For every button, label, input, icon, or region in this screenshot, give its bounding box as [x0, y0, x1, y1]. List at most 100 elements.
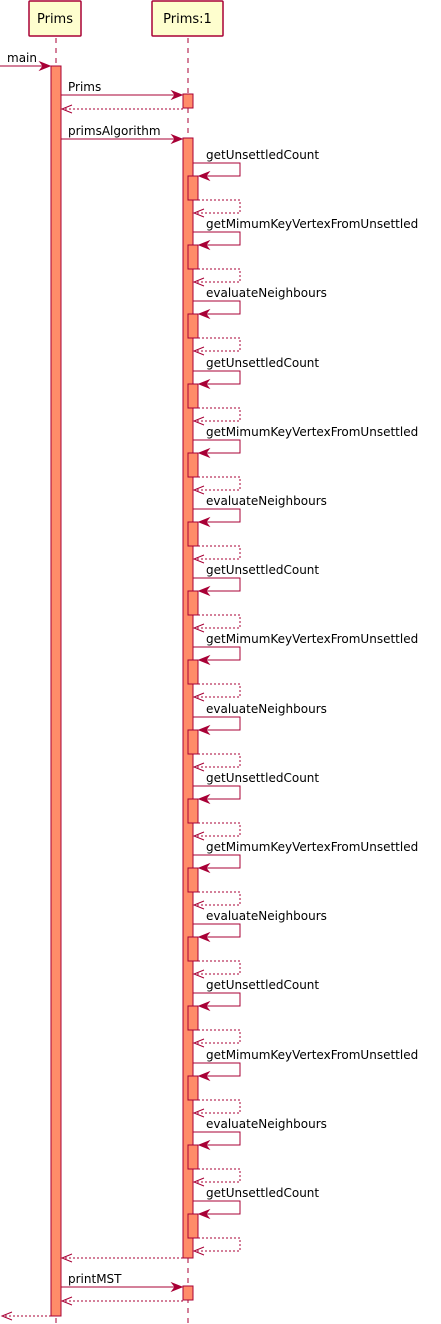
self-call: getMimumKeyVertexFromUnsettled [187, 217, 418, 287]
self-return-line [194, 822, 241, 837]
self-call-arrow [197, 585, 211, 597]
self-call-label: getMimumKeyVertexFromUnsettled [206, 840, 418, 854]
return-main [0, 1311, 51, 1321]
self-call-label: getUnsettledCount [206, 148, 319, 162]
self-call-line [193, 231, 241, 246]
self-call-label: getMimumKeyVertexFromUnsettled [206, 217, 418, 231]
self-call: getMimumKeyVertexFromUnsettled [187, 632, 418, 702]
self-return-line [194, 1029, 241, 1044]
self-call-arrow [197, 170, 211, 182]
self-return-arrow [192, 762, 205, 772]
self-call-arrow [197, 793, 211, 805]
self-call-activation [187, 313, 199, 339]
self-call-arrow [197, 516, 211, 528]
self-return-arrow [192, 1246, 205, 1256]
self-return-line [194, 614, 241, 629]
message-main-label: main [7, 51, 37, 65]
self-call-line [193, 1131, 241, 1146]
self-return-arrow [192, 554, 205, 564]
self-call: getMimumKeyVertexFromUnsettled [187, 1048, 418, 1118]
self-return-arrow [192, 1038, 205, 1048]
self-call-activation [187, 729, 199, 755]
self-call-line [193, 854, 241, 869]
self-return-arrow [192, 277, 205, 287]
self-call-activation [187, 244, 199, 270]
self-call-line [193, 1200, 241, 1215]
self-call-label: evaluateNeighbours [206, 909, 327, 923]
self-call-arrow [197, 931, 211, 943]
self-call-arrow [197, 654, 211, 666]
self-call-line [193, 923, 241, 938]
self-call-label: evaluateNeighbours [206, 1117, 327, 1131]
self-return-arrow [192, 485, 205, 495]
self-return-line [194, 960, 241, 975]
self-return-arrow [192, 623, 205, 633]
self-call-label: evaluateNeighbours [206, 286, 327, 300]
self-call-label: getMimumKeyVertexFromUnsettled [206, 632, 418, 646]
participant-prims-label: Prims [37, 12, 73, 27]
self-call-line [193, 646, 241, 661]
self-call-line [193, 439, 241, 454]
self-return-arrow [192, 900, 205, 910]
self-call-activation [187, 867, 199, 893]
return-algorithm [60, 1253, 183, 1263]
self-return-arrow [192, 1177, 205, 1187]
self-call: getUnsettledCount [187, 771, 319, 841]
self-return-line [194, 268, 241, 283]
message-print: printMST [61, 1272, 184, 1293]
message-algorithm: primsAlgorithm [61, 124, 184, 145]
self-call: evaluateNeighbours [187, 702, 327, 772]
return-print [60, 1296, 183, 1306]
participant-prims1-label: Prims:1 [163, 12, 212, 27]
activation-prims-main [50, 65, 62, 1317]
self-call: getUnsettledCount [187, 148, 319, 218]
self-return-arrow [192, 208, 205, 218]
self-call-arrow [197, 1139, 211, 1151]
activation-prims1-print [182, 1285, 194, 1301]
self-call: evaluateNeighbours [187, 494, 327, 564]
self-call: getMimumKeyVertexFromUnsettled [187, 425, 418, 495]
self-return-arrow [192, 692, 205, 702]
participant-prims: Prims [28, 0, 82, 37]
self-return-line [194, 476, 241, 491]
self-call-arrow [197, 1070, 211, 1082]
self-call-activation [187, 590, 199, 616]
self-call-activation [187, 452, 199, 478]
self-call-label: evaluateNeighbours [206, 702, 327, 716]
self-call-label: getUnsettledCount [206, 1186, 319, 1200]
self-call-line [193, 716, 241, 731]
self-call-label: getMimumKeyVertexFromUnsettled [206, 1048, 418, 1062]
self-call-line [193, 300, 241, 315]
self-call-arrow [197, 862, 211, 874]
self-call-label: evaluateNeighbours [206, 494, 327, 508]
self-return-line [194, 1099, 241, 1114]
self-call-activation [187, 936, 199, 962]
self-call-line [193, 370, 241, 385]
self-return-line [194, 337, 241, 352]
self-call: evaluateNeighbours [187, 1117, 327, 1187]
message-constructor-label: Prims [68, 80, 101, 94]
self-call: getMimumKeyVertexFromUnsettled [187, 840, 418, 910]
self-return-line [194, 891, 241, 906]
self-call: getUnsettledCount [187, 356, 319, 426]
self-return-line [194, 545, 241, 560]
self-call-arrow [197, 724, 211, 736]
self-call-label: getUnsettledCount [206, 978, 319, 992]
self-call-activation [187, 798, 199, 824]
self-return-arrow [192, 969, 205, 979]
activation-prims1-algorithm [182, 137, 194, 1259]
activation-prims1-constructor [182, 93, 194, 109]
message-constructor: Prims [61, 80, 184, 101]
self-call-arrow [197, 378, 211, 390]
self-return-arrow [192, 831, 205, 841]
self-call-activation [187, 175, 199, 201]
self-call-line [193, 1062, 241, 1077]
participant-prims1: Prims:1 [151, 0, 224, 37]
self-call-line [193, 577, 241, 592]
self-call-line [193, 508, 241, 523]
self-call-arrow [197, 308, 211, 320]
self-call-line [193, 162, 241, 177]
message-algorithm-label: primsAlgorithm [68, 124, 161, 138]
self-return-arrow [192, 346, 205, 356]
